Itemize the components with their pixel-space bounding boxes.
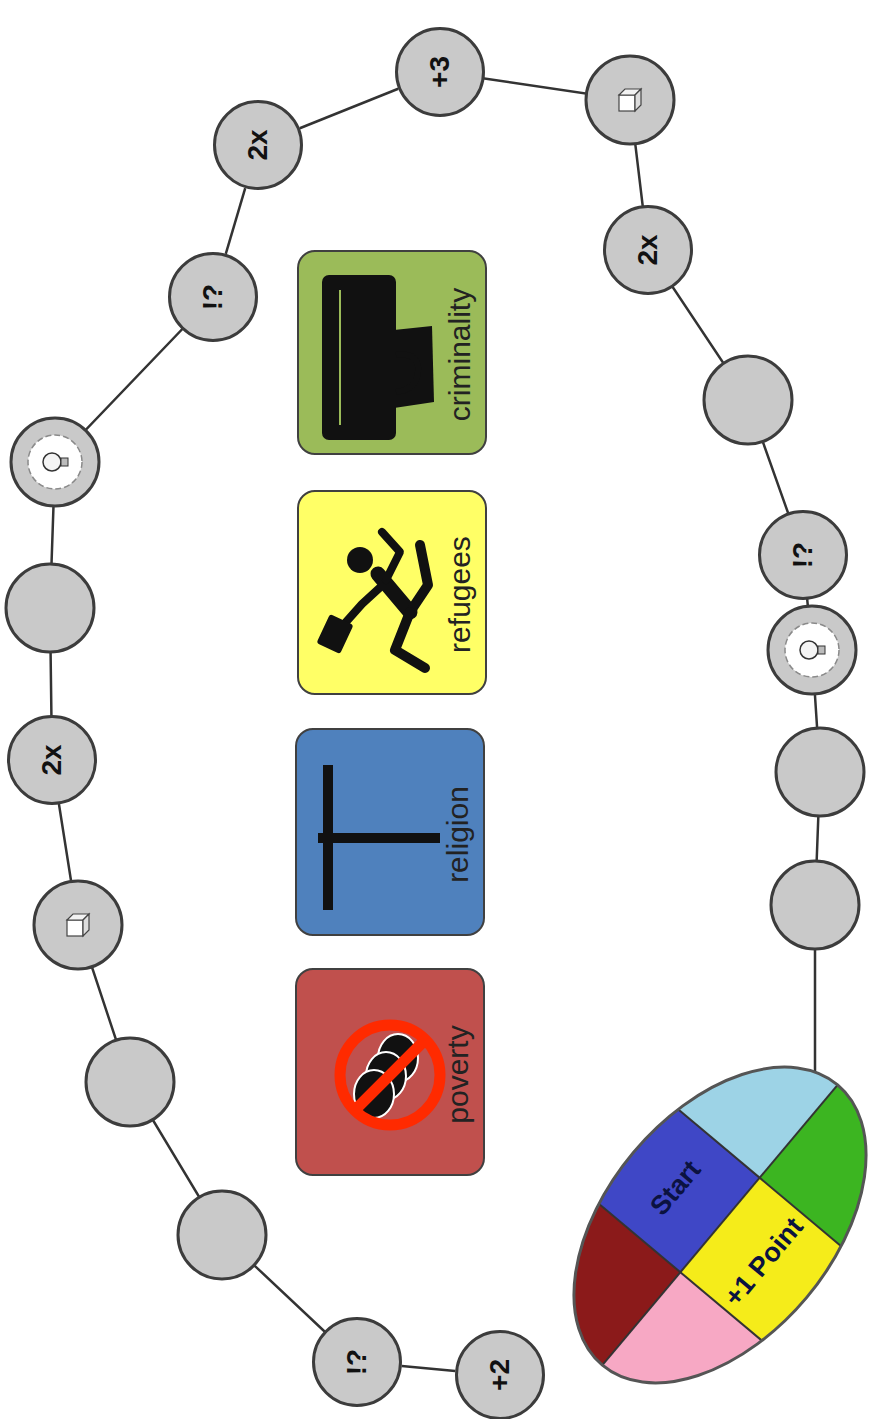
figure-arm xyxy=(346,582,386,622)
idea-field xyxy=(768,606,856,694)
gun-grip xyxy=(394,326,434,408)
field-label: +2 xyxy=(486,1359,514,1391)
cube-field xyxy=(586,56,674,144)
track-connector xyxy=(226,188,245,254)
bulb-icon xyxy=(43,453,61,471)
track-line xyxy=(440,72,820,1090)
card-label: poverty xyxy=(441,1025,474,1123)
idea-field-circle xyxy=(11,418,99,506)
card-label: criminality xyxy=(443,288,476,421)
figure-leg xyxy=(410,545,428,612)
cube-field-circle xyxy=(586,56,674,144)
bulb-icon xyxy=(818,646,825,654)
prohibition-slash xyxy=(355,1040,425,1110)
figure-leg xyxy=(395,612,425,668)
idea-cloud xyxy=(28,435,82,489)
cross-bar xyxy=(323,765,333,910)
field-label: !? xyxy=(789,542,817,568)
game-field: !? xyxy=(168,252,258,342)
start-field-shape xyxy=(513,1009,872,1419)
field-label: 2x xyxy=(244,129,272,160)
bulb-icon xyxy=(800,641,818,659)
field-label: !? xyxy=(343,1349,371,1375)
figure-arm xyxy=(382,532,400,580)
category-card: refugees xyxy=(297,490,487,695)
cube-icon xyxy=(83,914,89,936)
field-label: 2x xyxy=(634,234,662,265)
briefcase xyxy=(316,614,353,654)
criminality-icon xyxy=(322,275,434,440)
idea-cloud xyxy=(785,623,839,677)
prohibition-ring xyxy=(340,1025,440,1125)
cube-icon xyxy=(619,95,635,111)
start-field: Start+1 Point xyxy=(513,1009,872,1419)
empty-field xyxy=(86,1038,174,1126)
track-connector xyxy=(300,89,398,128)
field-label: 2x xyxy=(38,744,66,775)
idea-field xyxy=(11,418,99,506)
field-label: +3 xyxy=(426,56,454,88)
game-field: 2x xyxy=(7,715,97,805)
cross-bar xyxy=(318,833,440,843)
game-field: !? xyxy=(312,1317,402,1407)
cube-icon xyxy=(635,89,641,111)
game-field: 2x xyxy=(213,100,303,190)
coin xyxy=(354,1070,394,1118)
gun-slide xyxy=(322,275,396,440)
segment-divider xyxy=(601,1083,839,1366)
gun-detail xyxy=(339,290,341,425)
trigger-guard xyxy=(396,355,418,392)
empty-field xyxy=(704,356,792,444)
bulb-icon xyxy=(61,458,68,466)
idea-field-circle xyxy=(768,606,856,694)
game-field: +2 xyxy=(455,1330,545,1419)
figure-body xyxy=(378,574,410,612)
field-label: !? xyxy=(199,284,227,310)
card-label: religion xyxy=(440,786,473,883)
category-card: religion xyxy=(295,728,485,936)
cube-field xyxy=(34,881,122,969)
game-field: 2x xyxy=(603,205,693,295)
religion-icon xyxy=(318,765,440,910)
category-card: poverty xyxy=(295,968,485,1176)
game-field: !? xyxy=(758,510,848,600)
poverty-icon xyxy=(340,1025,440,1125)
track-connector xyxy=(402,1366,455,1371)
game-field: +3 xyxy=(395,27,485,117)
cube-field-circle xyxy=(34,881,122,969)
refugees-icon xyxy=(316,532,428,668)
cube-icon xyxy=(67,920,83,936)
empty-field xyxy=(178,1191,266,1279)
empty-field xyxy=(6,564,94,652)
coin xyxy=(366,1052,406,1100)
category-card: criminality xyxy=(297,250,487,455)
empty-field xyxy=(776,728,864,816)
coin xyxy=(378,1034,418,1082)
empty-field xyxy=(771,861,859,949)
figure-head xyxy=(347,547,373,573)
start-outline xyxy=(516,1012,872,1419)
card-label: refugees xyxy=(442,536,475,653)
